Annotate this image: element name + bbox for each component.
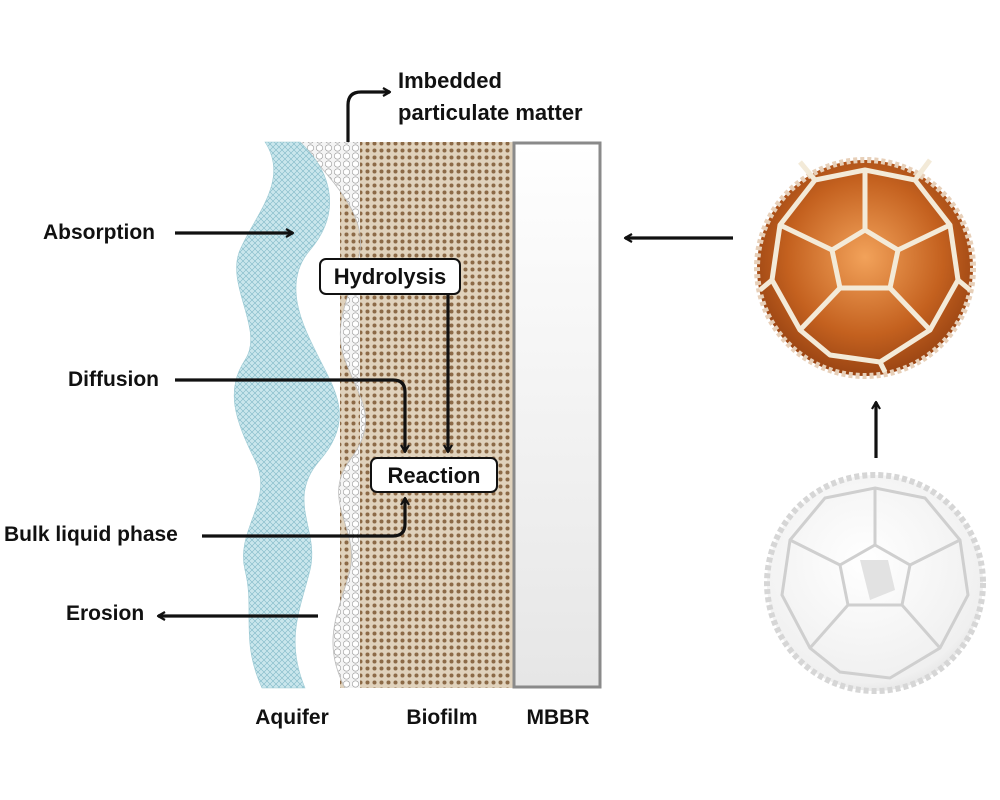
- hydrolysis-label: Hydrolysis: [334, 264, 447, 289]
- absorption-label: Absorption: [43, 221, 155, 244]
- imbedded-label-line1: Imbedded: [398, 68, 502, 93]
- reaction-label: Reaction: [388, 463, 481, 488]
- mbbr-wall: [514, 143, 600, 687]
- imbedded-arrow: [348, 92, 390, 142]
- clean-carrier-image: [767, 475, 983, 691]
- bulk-liquid-label: Bulk liquid phase: [4, 523, 178, 546]
- diffusion-label: Diffusion: [68, 368, 159, 391]
- colonized-carrier-image: [757, 160, 973, 376]
- biofilm-layer: [340, 142, 515, 688]
- aquifer-label: Aquifer: [255, 706, 329, 729]
- biofilm-label: Biofilm: [406, 706, 477, 729]
- imbedded-label-line2: particulate matter: [398, 100, 583, 125]
- aquifer-layer: [234, 142, 339, 688]
- erosion-label: Erosion: [66, 602, 144, 625]
- mbbr-label: MBBR: [527, 706, 590, 729]
